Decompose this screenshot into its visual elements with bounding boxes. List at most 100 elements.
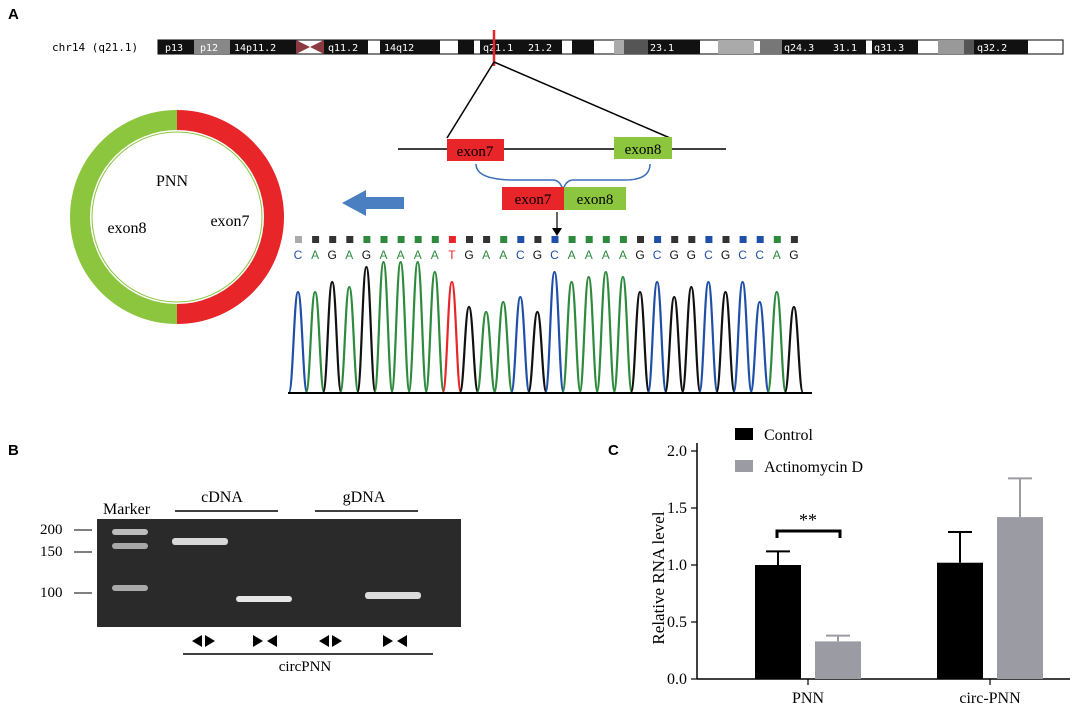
quality-square (756, 236, 764, 243)
y-tick-label: 1.5 (667, 500, 687, 517)
circpnn-label: circPNN (279, 659, 332, 675)
trace-peak (493, 300, 514, 394)
quality-square (551, 236, 559, 243)
band-label: q32.2 (977, 43, 1007, 54)
gdna-label: gDNA (343, 489, 386, 506)
base-letter: A (345, 248, 353, 262)
circle-exon8-label: exon8 (107, 220, 146, 237)
junction-exon8-box (564, 187, 626, 210)
bar (815, 641, 861, 679)
base-letter: A (568, 248, 576, 262)
primer-arrows (192, 635, 407, 647)
legend-swatch-control (735, 428, 753, 440)
panel-label-b: B (8, 442, 19, 459)
base-letter: G (533, 248, 542, 262)
quality-square (688, 236, 696, 243)
quality-square (773, 236, 781, 243)
base-letter: C (738, 248, 747, 262)
chart-bars (755, 477, 1043, 679)
legend-label-actinomycin: Actinomycin D (764, 459, 863, 476)
band-label: 21.2 (528, 43, 552, 54)
trace-peak (578, 275, 599, 394)
trace-peak (783, 305, 804, 394)
base-letter: C (516, 248, 525, 262)
circrna-ring (70, 110, 284, 324)
quality-square (517, 236, 525, 243)
quality-square (466, 236, 473, 243)
bar (755, 565, 801, 679)
gel-image (97, 519, 461, 627)
y-tick-label: 0.0 (667, 671, 687, 688)
base-letter: A (311, 248, 319, 262)
quality-square (790, 236, 798, 243)
trace-peak (732, 280, 753, 394)
band-label: q24.3 (784, 43, 814, 54)
legend-label-control: Control (764, 427, 813, 444)
exon8-box (614, 137, 672, 159)
ladder-200: 200 (40, 522, 63, 538)
base-letter: G (789, 248, 798, 262)
band-label: q11.2 (328, 43, 358, 54)
trace-peak (356, 265, 377, 394)
trace-peak (612, 275, 633, 394)
trace-peak (544, 270, 565, 394)
quality-square (483, 236, 491, 243)
band-label: p13 (165, 43, 183, 54)
trace-peak (527, 310, 548, 394)
junction-exon8-label: exon8 (577, 192, 614, 208)
x-tick-label: PNN (792, 690, 824, 707)
quality-square (414, 236, 422, 243)
chromosome-label: chr14 (q21.1) (52, 41, 138, 54)
quality-square (312, 236, 320, 243)
base-letter: A (482, 248, 490, 262)
trace-peak (287, 290, 309, 394)
base-letter: G (687, 248, 696, 262)
base-letter: C (755, 248, 764, 262)
circle-center-label: PNN (156, 173, 188, 190)
trace-peak (681, 285, 702, 394)
quality-square (295, 236, 302, 243)
trace-peak (629, 290, 651, 394)
trace-peak (766, 290, 787, 394)
trace-peak (305, 290, 326, 394)
legend: Control Actinomycin D (735, 427, 863, 476)
band-label: 14q12 (384, 43, 414, 54)
cdna-label: cDNA (201, 489, 243, 506)
ladder-100: 100 (40, 585, 63, 601)
trace-peak (561, 280, 582, 394)
marker-label: Marker (103, 501, 151, 518)
base-letter: A (585, 248, 593, 262)
base-letter: A (499, 248, 507, 262)
trace-peak (715, 290, 736, 394)
trace-peak (458, 305, 480, 394)
trace-peak (664, 295, 685, 394)
bar (937, 562, 983, 679)
quality-square (363, 236, 371, 243)
exon7-box (447, 139, 504, 161)
panel-label-a: A (8, 6, 19, 23)
quality-square (568, 236, 576, 243)
trace-peak (373, 260, 394, 394)
quality-square (534, 236, 542, 243)
base-letter: G (721, 248, 730, 262)
base-letter: G (362, 248, 371, 262)
quality-square (654, 236, 662, 243)
base-letter: G (635, 248, 644, 262)
base-letter: G (670, 248, 679, 262)
quality-square (380, 236, 388, 243)
y-tick-label: 0.5 (667, 614, 687, 631)
band-label: 23.1 (650, 43, 674, 54)
y-axis-label: Relative RNA level (649, 511, 668, 644)
quality-square (431, 236, 439, 243)
y-tick-label: 2.0 (667, 443, 687, 460)
trace-peak (698, 280, 719, 394)
trace-peak (339, 285, 360, 394)
splice-brace (475, 163, 651, 193)
chromosome-ideogram (157, 39, 1064, 55)
quality-square (500, 236, 508, 243)
y-tick-label: 1.0 (667, 557, 687, 574)
band-label: p12 (200, 43, 218, 54)
quality-square (637, 236, 644, 243)
trace-peak (476, 310, 497, 394)
